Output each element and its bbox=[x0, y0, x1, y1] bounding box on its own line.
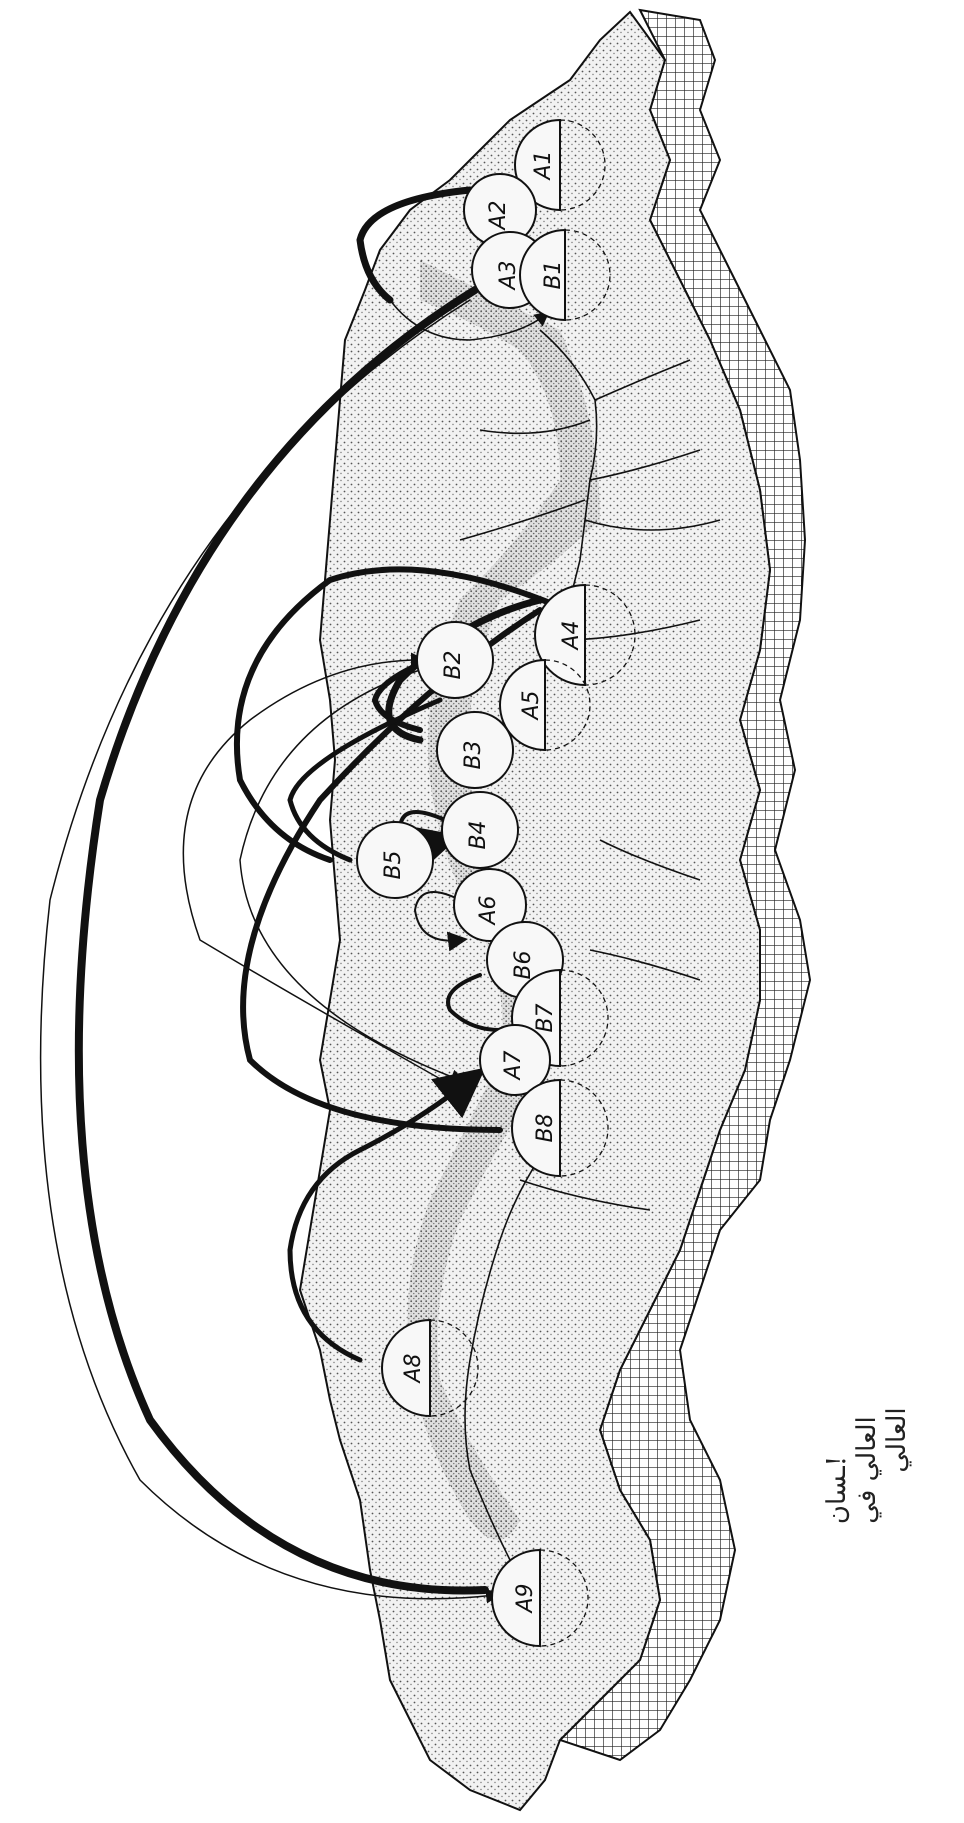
site-label-B7: B7 bbox=[533, 1003, 558, 1032]
caption-line-3: ـسان! bbox=[822, 1456, 852, 1524]
site-label-B8: B8 bbox=[533, 1113, 558, 1142]
site-B5: B5 bbox=[357, 822, 433, 898]
site-label-A3: A3 bbox=[496, 260, 521, 291]
site-label-A9: A9 bbox=[513, 1583, 538, 1614]
site-label-B6: B6 bbox=[511, 950, 536, 979]
site-B2: B2 bbox=[417, 622, 493, 698]
site-label-B1: B1 bbox=[541, 260, 566, 289]
site-label-A4: A4 bbox=[559, 620, 584, 651]
site-label-A8: A8 bbox=[401, 1353, 426, 1384]
site-label-B3: B3 bbox=[461, 740, 486, 769]
site-label-B5: B5 bbox=[381, 850, 406, 879]
site-label-B4: B4 bbox=[466, 820, 491, 849]
site-B3: B3 bbox=[437, 712, 513, 788]
caption-line-2: العالي في bbox=[852, 1416, 882, 1524]
site-label-B2: B2 bbox=[441, 650, 466, 679]
site-label-A6: A6 bbox=[476, 895, 501, 926]
site-label-A5: A5 bbox=[519, 690, 544, 721]
site-label-A7: A7 bbox=[501, 1050, 526, 1081]
caption-fragment: العالي العالي في ـسان! bbox=[822, 1407, 912, 1524]
site-label-A2: A2 bbox=[486, 200, 511, 231]
site-B4: B4 bbox=[442, 792, 518, 868]
caption-line-1: العالي bbox=[882, 1407, 912, 1472]
site-label-A1: A1 bbox=[531, 150, 556, 181]
